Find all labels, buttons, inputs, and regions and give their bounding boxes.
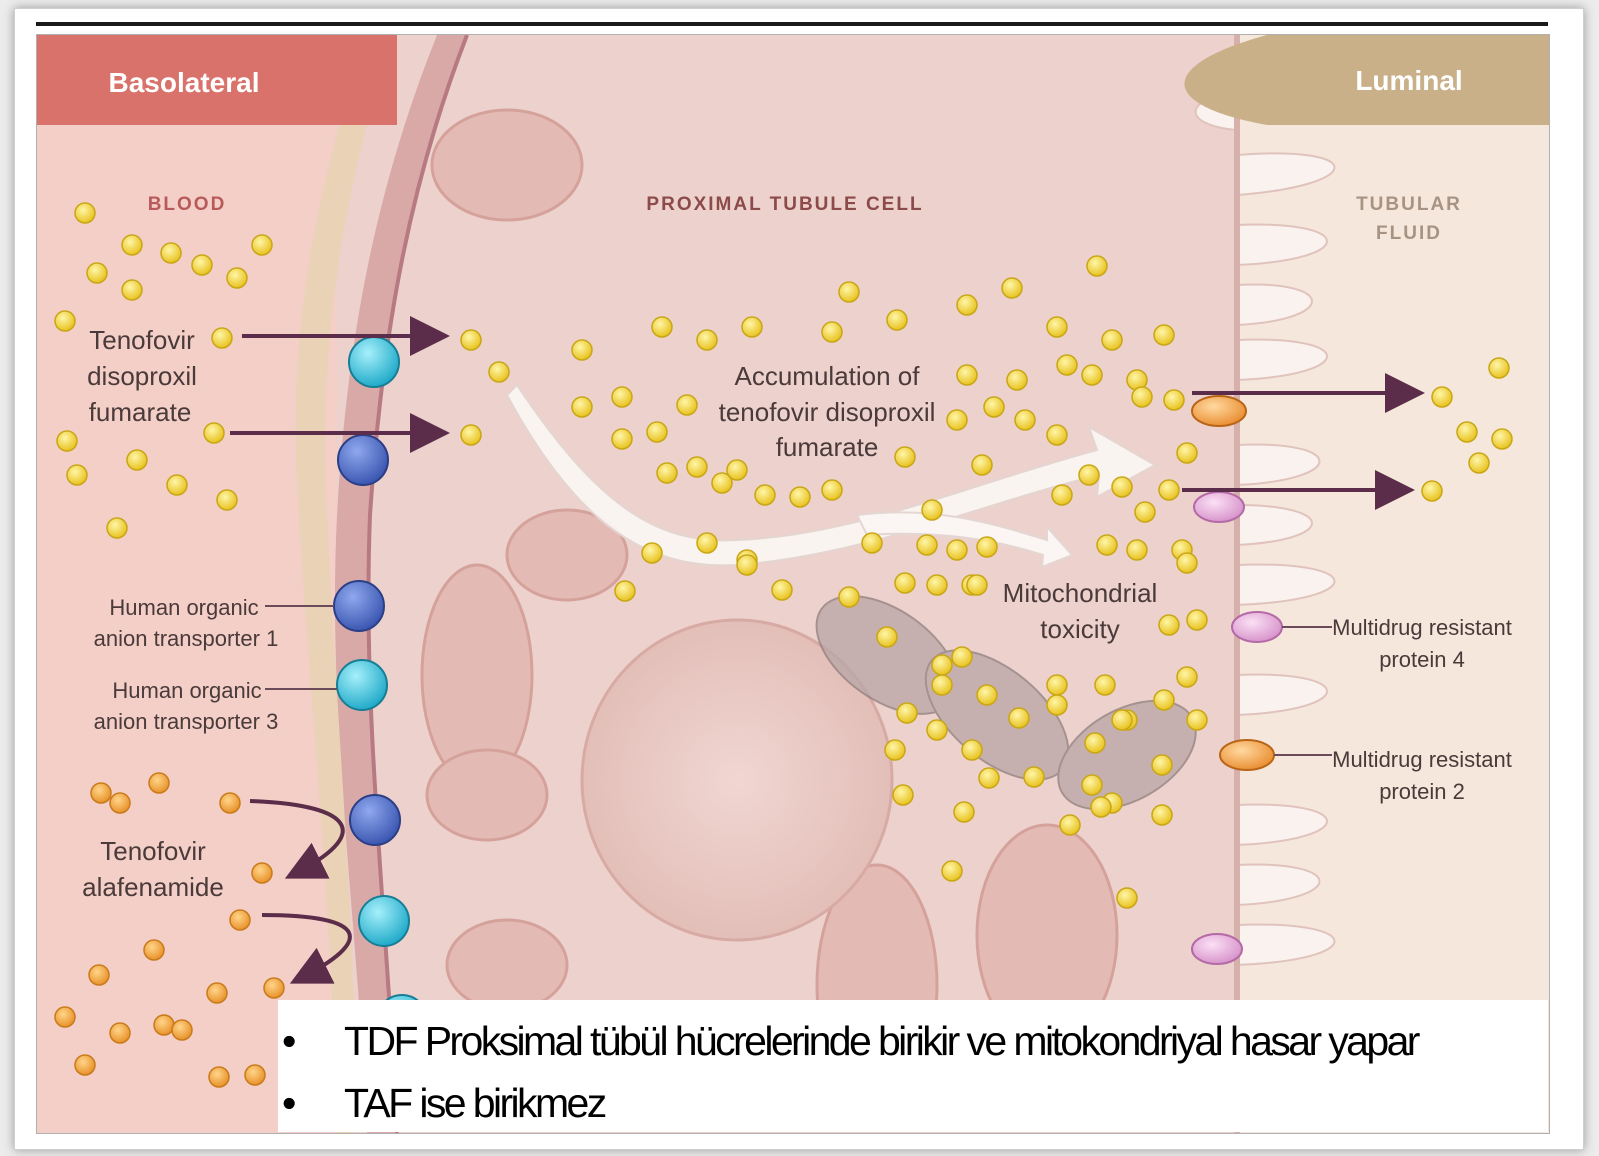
oat1-label-line2: anion transporter 1 — [94, 626, 279, 651]
mito-label-line1: Mitochondrial — [1003, 578, 1158, 608]
bullet-marker: • — [278, 1080, 344, 1127]
oat1-transporter-lower — [350, 795, 400, 845]
oat3-label-line1: Human organic — [112, 678, 261, 703]
taf-label-line2: alafenamide — [82, 872, 224, 902]
mrp4-label-line1: Multidrug resistant — [1332, 615, 1512, 640]
blood-label: BLOOD — [148, 194, 227, 215]
caption-box: • TDF Proksimal tübül hücrelerinde birik… — [278, 1000, 1548, 1132]
accumulation-line3: fumarate — [776, 432, 879, 462]
tdf-label-line2: disoproxil — [87, 361, 197, 391]
oat1-label-line1: Human organic — [109, 595, 258, 620]
tdf-label-line1: Tenofovir — [89, 325, 195, 355]
cell-label: PROXIMAL TUBULE CELL — [646, 194, 923, 215]
luminal-header: Luminal — [1355, 65, 1462, 96]
accumulation-line2: tenofovir disoproxil — [719, 397, 936, 427]
caption-bullet-2: • TAF ise birikmez — [278, 1078, 605, 1128]
mrp2-label-line2: protein 2 — [1379, 779, 1465, 804]
mrp4-transporter-top — [1194, 492, 1244, 522]
mrp4-label-line2: protein 4 — [1379, 647, 1465, 672]
accumulation-line1: Accumulation of — [735, 361, 921, 391]
oat3-transporter-lower — [359, 896, 409, 946]
taf-label-line1: Tenofovir — [100, 836, 206, 866]
oat3-transporter-top — [349, 337, 399, 387]
caption-text-1: TDF Proksimal tübül hücrelerinde birikir… — [344, 1018, 1418, 1065]
tenofovir-renal-diagram: Basolateral Luminal BLOOD PROXIMAL TUBUL… — [36, 34, 1550, 1134]
caption-text-2: TAF ise birikmez — [344, 1080, 605, 1127]
caption-bullet-1: • TDF Proksimal tübül hücrelerinde birik… — [278, 1016, 1418, 1066]
oat1-transporter — [334, 581, 384, 631]
mrp4-transporter-bottom — [1192, 934, 1242, 964]
oat3-label-line2: anion transporter 3 — [94, 709, 279, 734]
mito-label-line2: toxicity — [1040, 614, 1119, 644]
fluid-label-line2: FLUID — [1376, 223, 1442, 244]
mrp4-transporter — [1232, 612, 1282, 642]
top-rule — [36, 22, 1548, 26]
mrp2-transporter-top — [1192, 396, 1246, 426]
oat3-transporter — [337, 660, 387, 710]
tdf-label-line3: fumarate — [89, 397, 192, 427]
basolateral-header: Basolateral — [109, 67, 260, 98]
oat1-transporter-top — [338, 435, 388, 485]
bullet-marker: • — [278, 1018, 344, 1065]
fluid-label-line1: TUBULAR — [1356, 194, 1462, 215]
mrp2-label-line1: Multidrug resistant — [1332, 747, 1512, 772]
mrp2-transporter — [1220, 740, 1274, 770]
